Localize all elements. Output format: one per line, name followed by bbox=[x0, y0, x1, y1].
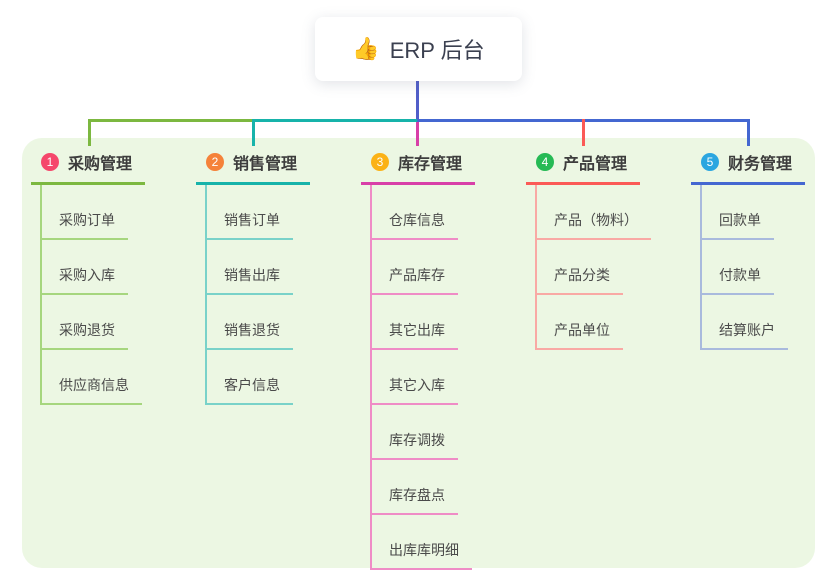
connector-drop-branch-4 bbox=[582, 119, 585, 146]
child-node[interactable]: 库存盘点 bbox=[372, 460, 458, 515]
child-node[interactable]: 出库库明细 bbox=[372, 515, 472, 570]
child-node[interactable]: 供应商信息 bbox=[42, 350, 142, 405]
branch-column-finance: 5 财务管理 回款单 付款单 结算账户 bbox=[691, 143, 805, 350]
child-node[interactable]: 采购退货 bbox=[42, 295, 128, 350]
child-node[interactable]: 其它入库 bbox=[372, 350, 458, 405]
connector-horizontal-teal bbox=[252, 119, 419, 122]
branch-node-purchase[interactable]: 1 采购管理 bbox=[31, 143, 145, 185]
connector-root-stub bbox=[416, 81, 419, 121]
branch-children: 仓库信息 产品库存 其它出库 其它入库 库存调拨 库存盘点 出库库明细 bbox=[370, 185, 472, 570]
branch-column-purchase: 1 采购管理 采购订单 采购入库 采购退货 供应商信息 bbox=[31, 143, 145, 405]
branches-panel bbox=[22, 138, 815, 568]
branch-label: 产品管理 bbox=[563, 156, 628, 173]
branch-node-product[interactable]: 4 产品管理 bbox=[526, 143, 640, 185]
child-node[interactable]: 产品分类 bbox=[537, 240, 623, 295]
child-node[interactable]: 产品单位 bbox=[537, 295, 623, 350]
connector-drop-branch-3 bbox=[416, 122, 419, 146]
branch-children: 产品（物料） 产品分类 产品单位 bbox=[535, 185, 651, 350]
badge-4: 4 bbox=[536, 153, 554, 171]
child-node[interactable]: 结算账户 bbox=[702, 295, 788, 350]
badge-1: 1 bbox=[41, 153, 59, 171]
thumbs-up-icon: 👍 bbox=[352, 36, 380, 61]
child-node[interactable]: 产品库存 bbox=[372, 240, 458, 295]
child-node[interactable]: 回款单 bbox=[702, 185, 774, 240]
connector-drop-branch-5 bbox=[747, 119, 750, 146]
child-node[interactable]: 付款单 bbox=[702, 240, 774, 295]
connector-drop-branch-1 bbox=[88, 119, 91, 146]
branch-children: 采购订单 采购入库 采购退货 供应商信息 bbox=[40, 185, 142, 405]
branch-node-finance[interactable]: 5 财务管理 bbox=[691, 143, 805, 185]
branch-label: 采购管理 bbox=[68, 156, 133, 173]
branch-children: 回款单 付款单 结算账户 bbox=[700, 185, 788, 350]
child-node[interactable]: 其它出库 bbox=[372, 295, 458, 350]
branch-column-product: 4 产品管理 产品（物料） 产品分类 产品单位 bbox=[526, 143, 651, 350]
child-node[interactable]: 库存调拨 bbox=[372, 405, 458, 460]
connector-horizontal-green bbox=[88, 119, 255, 122]
branch-label: 销售管理 bbox=[233, 156, 298, 173]
root-node-label: ERP 后台 bbox=[389, 38, 485, 63]
branch-column-sales: 2 销售管理 销售订单 销售出库 销售退货 客户信息 bbox=[196, 143, 310, 405]
root-node[interactable]: 👍 ERP 后台 bbox=[315, 17, 522, 81]
branch-label: 库存管理 bbox=[398, 156, 463, 173]
badge-5: 5 bbox=[701, 153, 719, 171]
connector-drop-branch-2 bbox=[252, 119, 255, 146]
branch-children: 销售订单 销售出库 销售退货 客户信息 bbox=[205, 185, 293, 405]
branch-label: 财务管理 bbox=[728, 156, 793, 173]
child-node[interactable]: 产品（物料） bbox=[537, 185, 651, 240]
badge-2: 2 bbox=[206, 153, 224, 171]
branch-node-sales[interactable]: 2 销售管理 bbox=[196, 143, 310, 185]
child-node[interactable]: 采购订单 bbox=[42, 185, 128, 240]
badge-3: 3 bbox=[371, 153, 389, 171]
child-node[interactable]: 销售退货 bbox=[207, 295, 293, 350]
child-node[interactable]: 仓库信息 bbox=[372, 185, 458, 240]
child-node[interactable]: 客户信息 bbox=[207, 350, 293, 405]
child-node[interactable]: 采购入库 bbox=[42, 240, 128, 295]
branch-column-inventory: 3 库存管理 仓库信息 产品库存 其它出库 其它入库 库存调拨 库存盘点 出库库… bbox=[361, 143, 475, 570]
child-node[interactable]: 销售出库 bbox=[207, 240, 293, 295]
child-node[interactable]: 销售订单 bbox=[207, 185, 293, 240]
branch-node-inventory[interactable]: 3 库存管理 bbox=[361, 143, 475, 185]
